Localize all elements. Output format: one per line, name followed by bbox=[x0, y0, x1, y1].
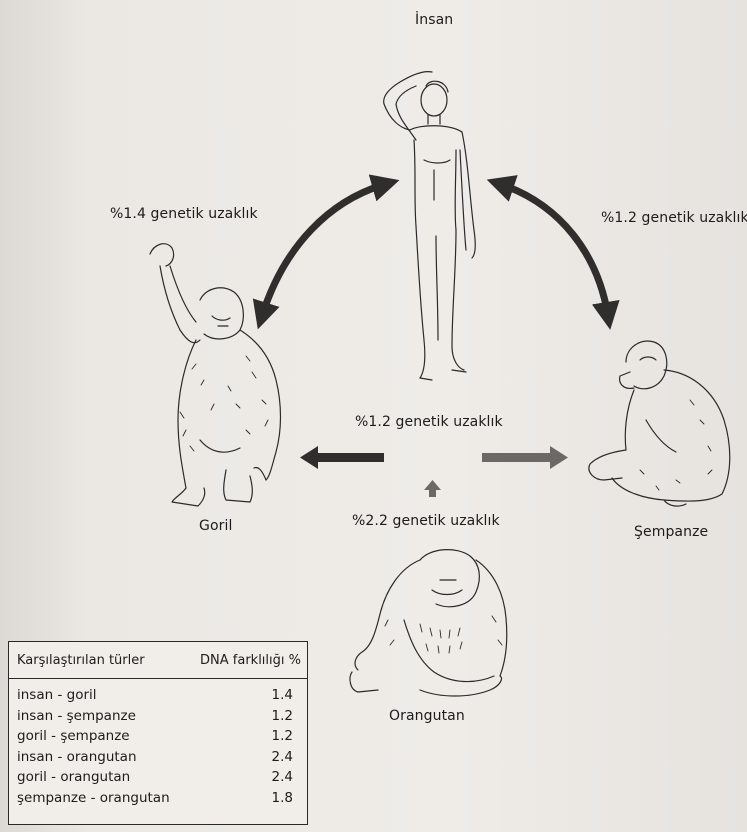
gorilla-label: Goril bbox=[199, 518, 232, 534]
row-pair: insan - şempanze bbox=[17, 708, 136, 724]
arrow-human-gorilla bbox=[262, 184, 386, 316]
header-dna-difference: DNA farklılığı % bbox=[200, 653, 301, 668]
row-pair: insan - goril bbox=[17, 687, 97, 703]
table-row: goril - şempanze 1.2 bbox=[17, 726, 299, 747]
human-label: İnsan bbox=[415, 12, 453, 28]
table-row: goril - orangutan 2.4 bbox=[17, 767, 299, 788]
distance-human-gorilla: %1.4 genetik uzaklık bbox=[110, 206, 258, 222]
gorilla-figure bbox=[150, 244, 281, 506]
row-value: 1.8 bbox=[272, 790, 299, 806]
distance-gorilla-chimpanzee: %1.2 genetik uzaklık bbox=[355, 414, 503, 430]
row-pair: şempanze - orangutan bbox=[17, 790, 170, 806]
row-pair: goril - şempanze bbox=[17, 728, 130, 744]
row-value: 1.4 bbox=[272, 687, 299, 703]
orangutan-label: Orangutan bbox=[389, 708, 465, 724]
chimpanzee-label: Şempanze bbox=[634, 524, 708, 540]
table-header: Karşılaştırılan türler DNA farklılığı % bbox=[9, 642, 307, 679]
arrow-to-gorilla bbox=[300, 446, 384, 469]
row-pair: goril - orangutan bbox=[17, 769, 130, 785]
table-row: şempanze - orangutan 1.8 bbox=[17, 788, 299, 809]
arrow-human-chimpanzee bbox=[500, 184, 608, 316]
table-body: insan - goril 1.4 insan - şempanze 1.2 g… bbox=[9, 679, 307, 808]
row-pair: insan - orangutan bbox=[17, 749, 137, 765]
distance-orangutan: %2.2 genetik uzaklık bbox=[352, 513, 500, 529]
arrow-from-orangutan bbox=[424, 480, 441, 497]
row-value: 2.4 bbox=[272, 769, 299, 785]
table-row: insan - orangutan 2.4 bbox=[17, 747, 299, 768]
human-figure bbox=[384, 72, 476, 380]
orangutan-figure bbox=[350, 550, 507, 696]
row-value: 1.2 bbox=[272, 728, 299, 744]
row-value: 2.4 bbox=[272, 749, 299, 765]
table-row: insan - şempanze 1.2 bbox=[17, 706, 299, 727]
arrow-to-chimpanzee bbox=[482, 446, 568, 469]
chimpanzee-figure bbox=[589, 341, 730, 506]
row-value: 1.2 bbox=[272, 708, 299, 724]
dna-difference-table: Karşılaştırılan türler DNA farklılığı % … bbox=[8, 641, 308, 825]
header-species: Karşılaştırılan türler bbox=[17, 653, 145, 668]
table-row: insan - goril 1.4 bbox=[17, 685, 299, 706]
distance-human-chimpanzee: %1.2 genetik uzaklık bbox=[601, 210, 747, 226]
